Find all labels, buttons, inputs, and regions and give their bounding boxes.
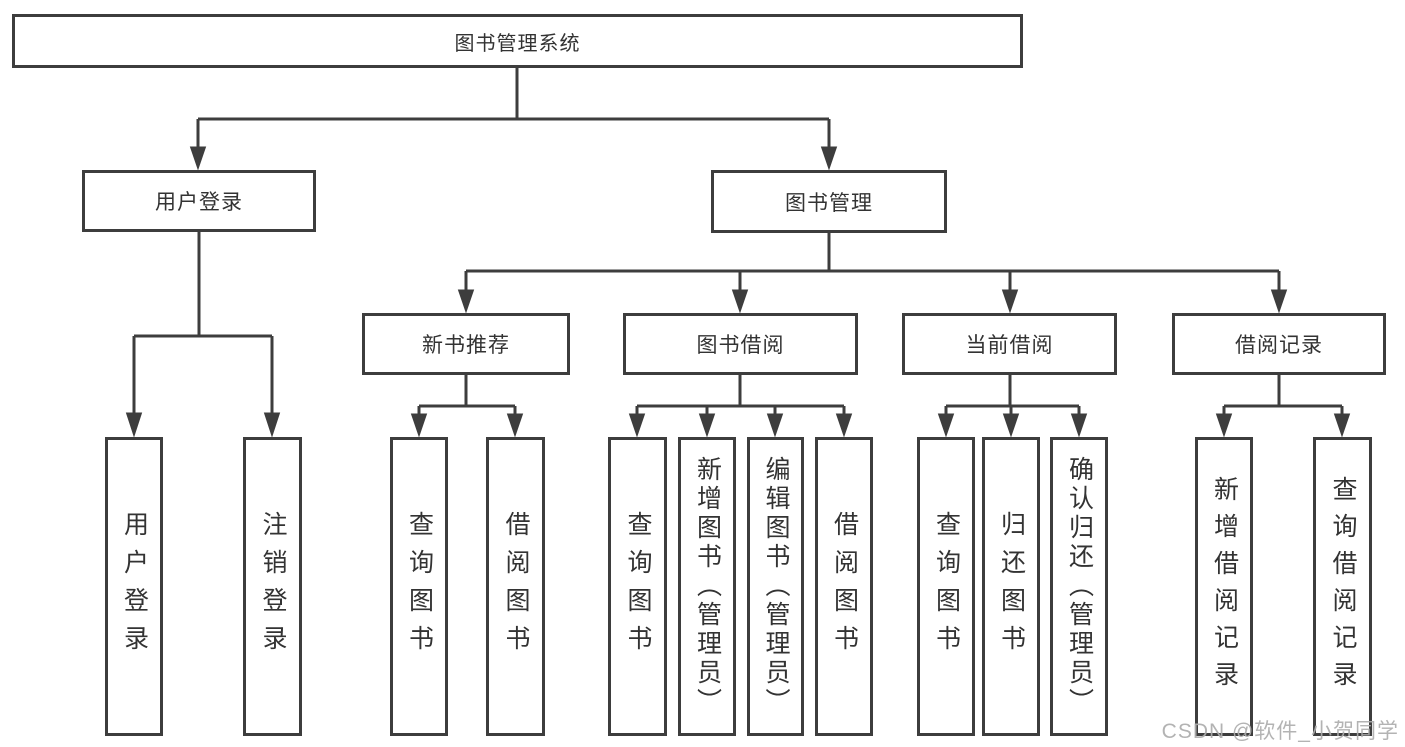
leaf-bb-query-books-label: 查询图书 (624, 510, 652, 663)
leaf-bb-edit-books-admin-label: 编辑图书（管理员） (762, 456, 790, 717)
node-borrow-records-label: 借阅记录 (1235, 334, 1323, 357)
connector-root-to-level2 (189, 68, 838, 171)
leaf-br-add-record: 新增借阅记录 (1195, 437, 1253, 736)
connector-book-borrow-children (628, 375, 853, 438)
node-current-borrow: 当前借阅 (902, 313, 1117, 375)
leaf-br-add-record-label: 新增借阅记录 (1210, 475, 1239, 698)
leaf-cb-query-books-label: 查询图书 (932, 510, 961, 663)
leaf-nb-borrow-books: 借阅图书 (486, 437, 545, 736)
leaf-cb-return-books-label: 归还图书 (997, 510, 1026, 663)
node-book-mgmt: 图书管理 (711, 170, 947, 233)
connector-current-borrow-children (937, 375, 1088, 438)
node-book-mgmt-label: 图书管理 (785, 191, 873, 215)
leaf-cb-query-books: 查询图书 (917, 437, 975, 736)
leaf-bb-query-books: 查询图书 (608, 437, 667, 736)
node-user-login: 用户登录 (82, 170, 316, 232)
leaf-br-query-record-label: 查询借阅记录 (1329, 475, 1357, 698)
node-new-book-rec: 新书推荐 (362, 313, 570, 375)
node-new-book-rec-label: 新书推荐 (422, 334, 510, 357)
leaf-nb-query-books-label: 查询图书 (405, 510, 434, 663)
connector-user-login-children (125, 232, 281, 438)
node-user-login-label: 用户登录 (155, 191, 243, 214)
node-book-borrow: 图书借阅 (623, 313, 858, 375)
connector-book-mgmt-children (457, 233, 1288, 314)
leaf-cb-confirm-return-admin-label: 确认归还（管理员） (1065, 456, 1094, 717)
connector-new-book-rec-children (410, 375, 524, 438)
node-root: 图书管理系统 (12, 14, 1023, 68)
leaf-nb-query-books: 查询图书 (390, 437, 448, 736)
leaf-bb-borrow-books-label: 借阅图书 (830, 510, 859, 663)
node-borrow-records: 借阅记录 (1172, 313, 1386, 375)
leaf-user-login-label: 用户登录 (120, 510, 149, 663)
leaf-logout-label: 注销登录 (259, 510, 287, 663)
leaf-cb-confirm-return-admin: 确认归还（管理员） (1050, 437, 1108, 736)
connector-borrow-records-children (1215, 375, 1351, 438)
node-root-label: 图书管理系统 (454, 32, 581, 55)
leaf-bb-edit-books-admin: 编辑图书（管理员） (747, 437, 804, 736)
leaf-cb-return-books: 归还图书 (982, 437, 1040, 736)
node-current-borrow-label: 当前借阅 (965, 334, 1054, 357)
node-book-borrow-label: 图书借阅 (696, 334, 785, 357)
leaf-nb-borrow-books-label: 借阅图书 (502, 510, 530, 663)
leaf-br-query-record: 查询借阅记录 (1313, 437, 1372, 736)
leaf-bb-borrow-books: 借阅图书 (815, 437, 873, 736)
leaf-bb-add-books-admin-label: 新增图书（管理员） (693, 456, 722, 717)
leaf-logout: 注销登录 (243, 437, 302, 736)
leaf-bb-add-books-admin: 新增图书（管理员） (678, 437, 736, 736)
leaf-user-login: 用户登录 (105, 437, 163, 736)
